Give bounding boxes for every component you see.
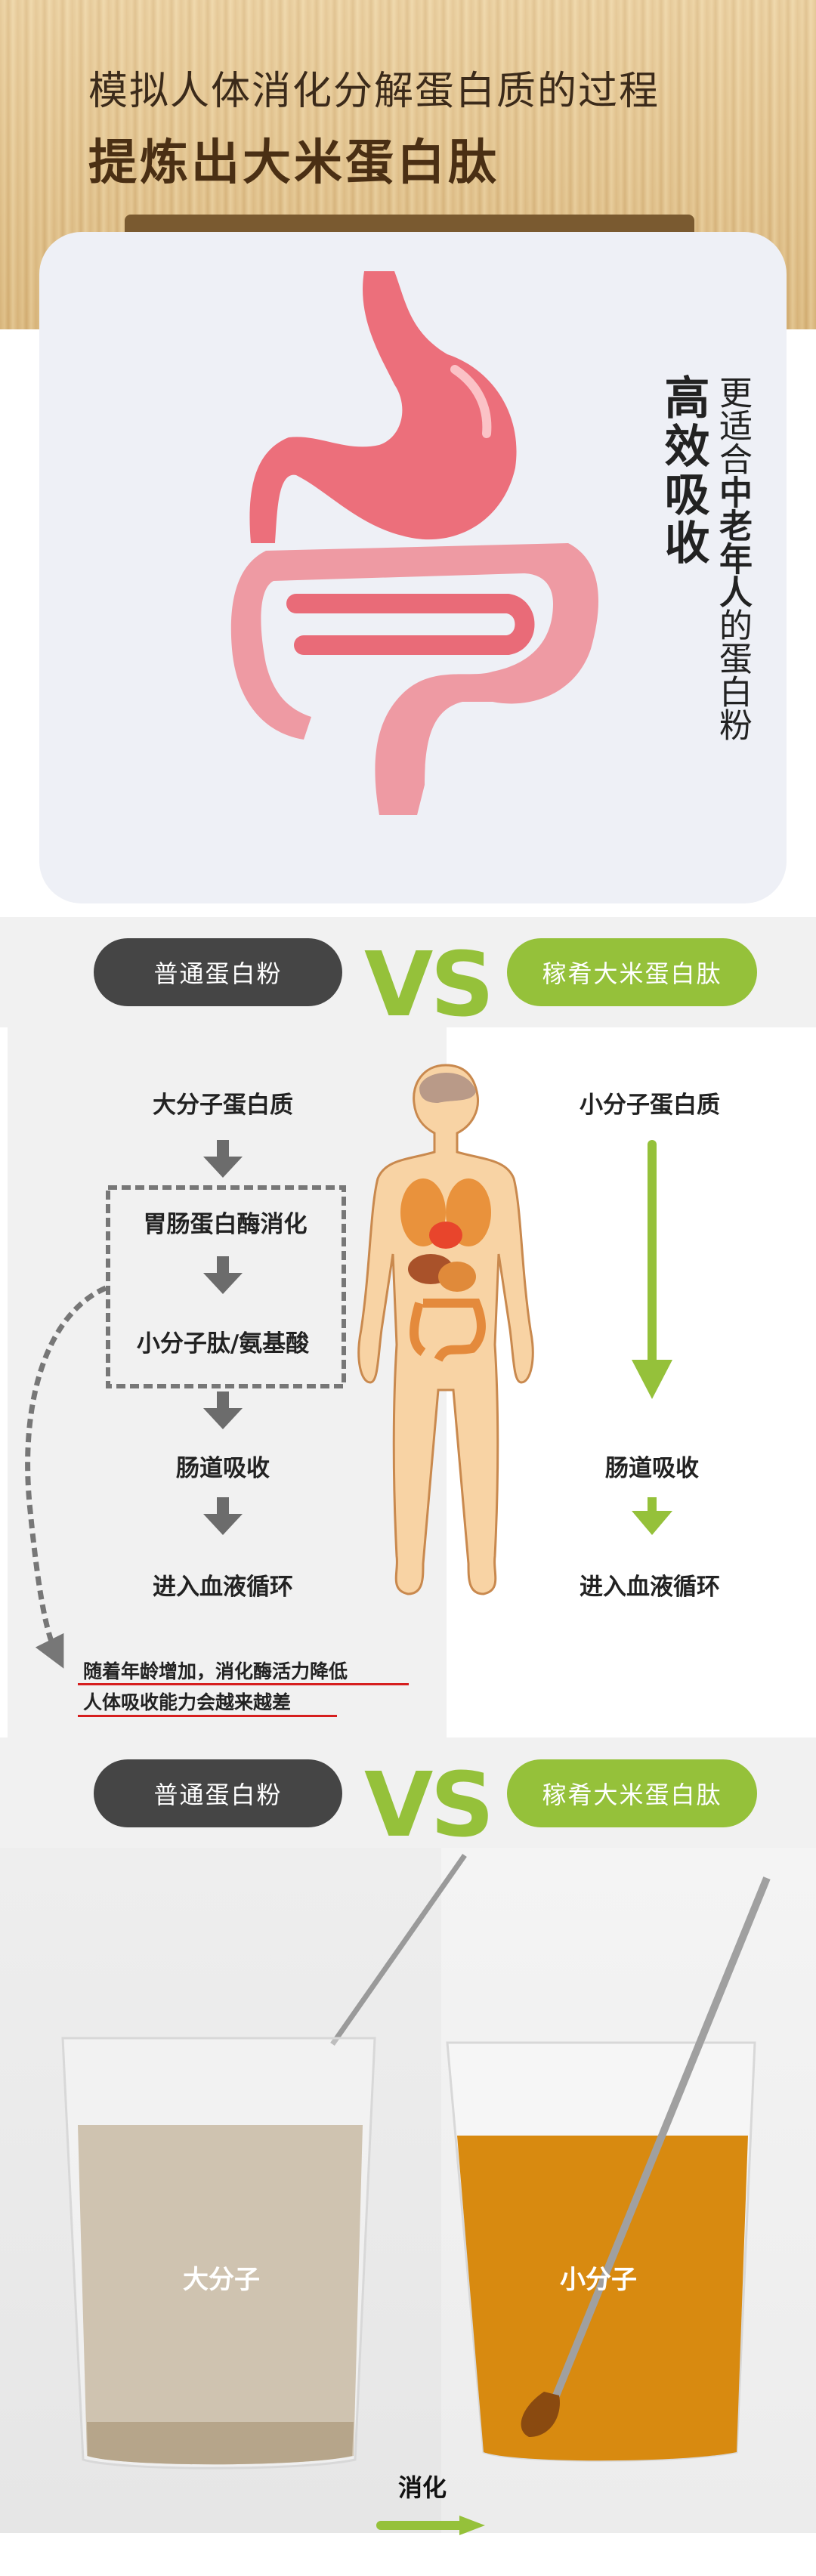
- note-line-2: 人体吸收能力会越来越差: [83, 1691, 292, 1713]
- left-step-2: 胃肠蛋白酶消化: [143, 1211, 308, 1238]
- plain-protein-label-2: 普通蛋白粉: [94, 1759, 342, 1827]
- left-step-5: 进入血液循环: [153, 1574, 293, 1601]
- right-step-2: 肠道吸收: [605, 1455, 699, 1482]
- rice-peptide-label-2: 稼肴大米蛋白肽: [507, 1759, 757, 1827]
- red-underline-1: [78, 1683, 409, 1685]
- enzyme-digestion-box: [106, 1185, 346, 1388]
- vs-text-2: VS: [364, 1753, 494, 1857]
- right-liquid: [457, 2136, 748, 2461]
- gray-arrows: [203, 1140, 243, 1535]
- tagline-emphasis: 中老年人: [713, 475, 752, 608]
- header-title: 提炼出大米蛋白肽: [88, 135, 499, 191]
- tagline-pre: 更适合: [713, 375, 752, 475]
- dashed-curve-arrow: [25, 1285, 107, 1669]
- plain-protein-label: 普通蛋白粉: [94, 938, 342, 1006]
- tagline: 更适合中老年人的蛋白粉: [708, 375, 756, 741]
- digest-label: 消化: [398, 2473, 447, 2502]
- left-step-3: 小分子肽/氨基酸: [136, 1330, 310, 1357]
- left-spoon: [330, 1853, 467, 2046]
- digest-arrow-icon: [376, 2516, 485, 2535]
- left-step-1: 大分子蛋白质: [153, 1092, 293, 1119]
- cups-photo: [61, 1853, 771, 2469]
- human-body-figure: [357, 1064, 534, 1595]
- tagline-post: 的蛋白粉: [713, 608, 752, 741]
- compare-header-1: 普通蛋白粉 VS 稼肴大米蛋白肽: [0, 917, 816, 1036]
- header-subtitle: 模拟人体消化分解蛋白质的过程: [88, 69, 660, 114]
- vs-text: VS: [364, 932, 494, 1036]
- note-line-1: 随着年龄增加，消化酶活力降低: [83, 1660, 348, 1682]
- left-step-4: 肠道吸收: [176, 1455, 270, 1482]
- green-arrows: [632, 1140, 672, 1535]
- red-underline-2: [78, 1715, 337, 1717]
- compare-header-2: 普通蛋白粉 VS 稼肴大米蛋白肽: [0, 1737, 816, 1857]
- stomach-intestine-illustration: [230, 271, 598, 815]
- digestion-card: 高效吸收 更适合中老年人的蛋白粉: [39, 232, 787, 903]
- rice-peptide-label: 稼肴大米蛋白肽: [507, 938, 757, 1006]
- headline-efficient-absorption: 高效吸收: [657, 374, 709, 567]
- large-molecule-label: 大分子: [183, 2265, 260, 2295]
- right-spoon: [548, 1876, 771, 2408]
- flow-arrows: [25, 1064, 672, 1669]
- small-molecule-label: 小分子: [560, 2265, 637, 2295]
- left-liquid: [78, 2125, 363, 2465]
- right-step-1: 小分子蛋白质: [580, 1092, 720, 1119]
- right-step-3: 进入血液循环: [580, 1574, 720, 1601]
